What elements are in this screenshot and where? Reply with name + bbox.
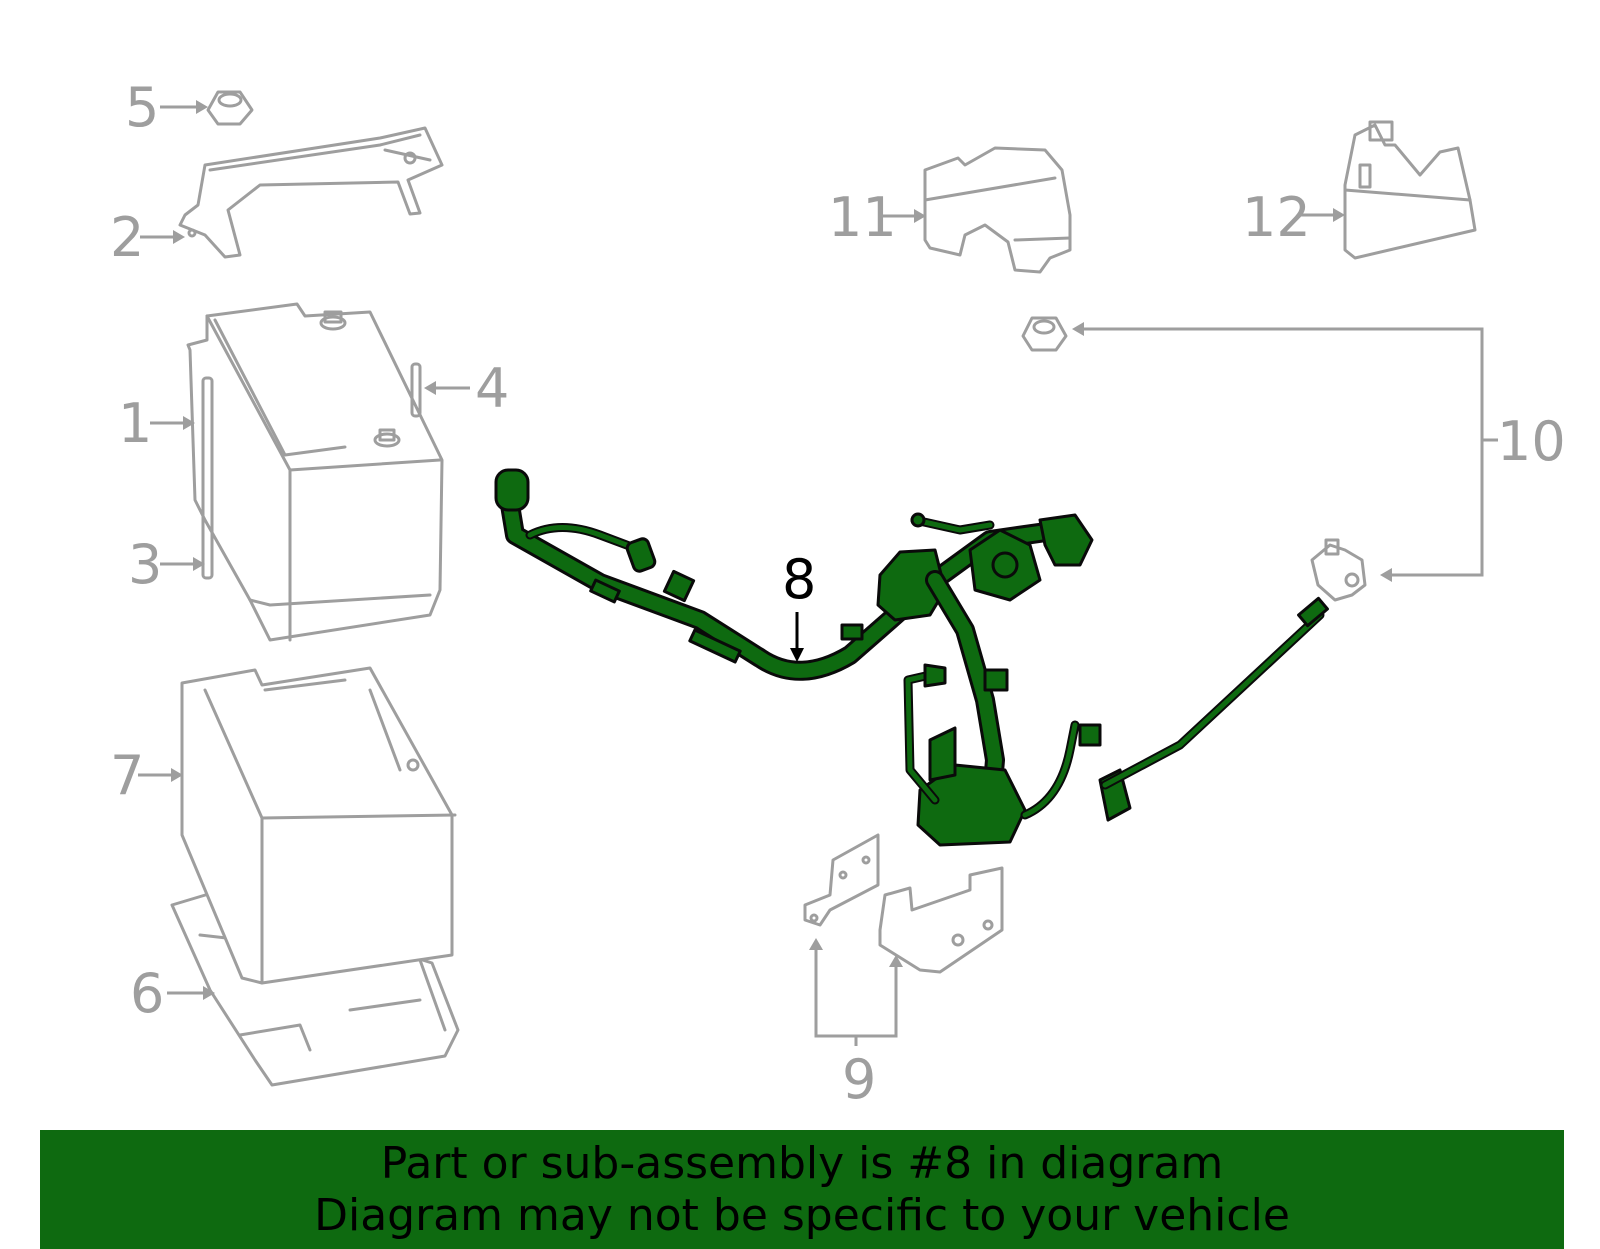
leader-12 (1300, 208, 1345, 222)
part-8-battery-harness[interactable] (494, 468, 1329, 847)
part-2-hold-down-bracket[interactable] (178, 126, 444, 259)
leader-8 (790, 612, 804, 662)
callout-12: 12 (1242, 186, 1311, 249)
callout-2: 2 (110, 206, 144, 269)
part-1-battery[interactable] (186, 302, 444, 642)
callout-7: 7 (110, 744, 144, 807)
callout-1: 1 (118, 392, 152, 455)
banner-line-1: Part or sub-assembly is #8 in diagram (380, 1138, 1224, 1189)
part-9-bracket-left[interactable] (803, 833, 880, 927)
leader-1 (150, 416, 195, 430)
part-12-terminal-cap[interactable] (1343, 120, 1477, 260)
banner-line-2: Diagram may not be specific to your vehi… (314, 1190, 1290, 1241)
callout-3: 3 (128, 533, 162, 596)
part-5-nut[interactable] (206, 90, 254, 126)
callout-4: 4 (475, 357, 509, 420)
leader-4 (424, 381, 470, 395)
callout-6: 6 (130, 962, 164, 1025)
leader-3 (160, 557, 205, 571)
callout-10: 10 (1497, 410, 1566, 473)
leader-9 (809, 938, 903, 1046)
part-10-nut[interactable] (1021, 316, 1068, 352)
leader-11 (882, 209, 926, 223)
part-7-battery-box[interactable] (180, 666, 457, 985)
leader-6 (167, 986, 215, 1000)
callout-5: 5 (125, 76, 159, 139)
part-9-bracket-right[interactable] (878, 866, 1004, 974)
callout-9: 9 (842, 1048, 876, 1111)
part-3-rod[interactable] (201, 376, 214, 580)
part-4-bolt[interactable] (410, 362, 422, 418)
leader-5 (160, 100, 208, 114)
callout-8: 8 (782, 548, 816, 611)
part-10-terminal-clamp[interactable] (1310, 538, 1367, 602)
leader-10 (1072, 322, 1498, 582)
callout-11: 11 (828, 186, 897, 249)
part-11-terminal-cover[interactable] (923, 146, 1072, 274)
leader-2 (140, 230, 185, 244)
leader-7 (138, 768, 183, 782)
info-banner: Part or sub-assembly is #8 in diagram Di… (40, 1130, 1564, 1249)
